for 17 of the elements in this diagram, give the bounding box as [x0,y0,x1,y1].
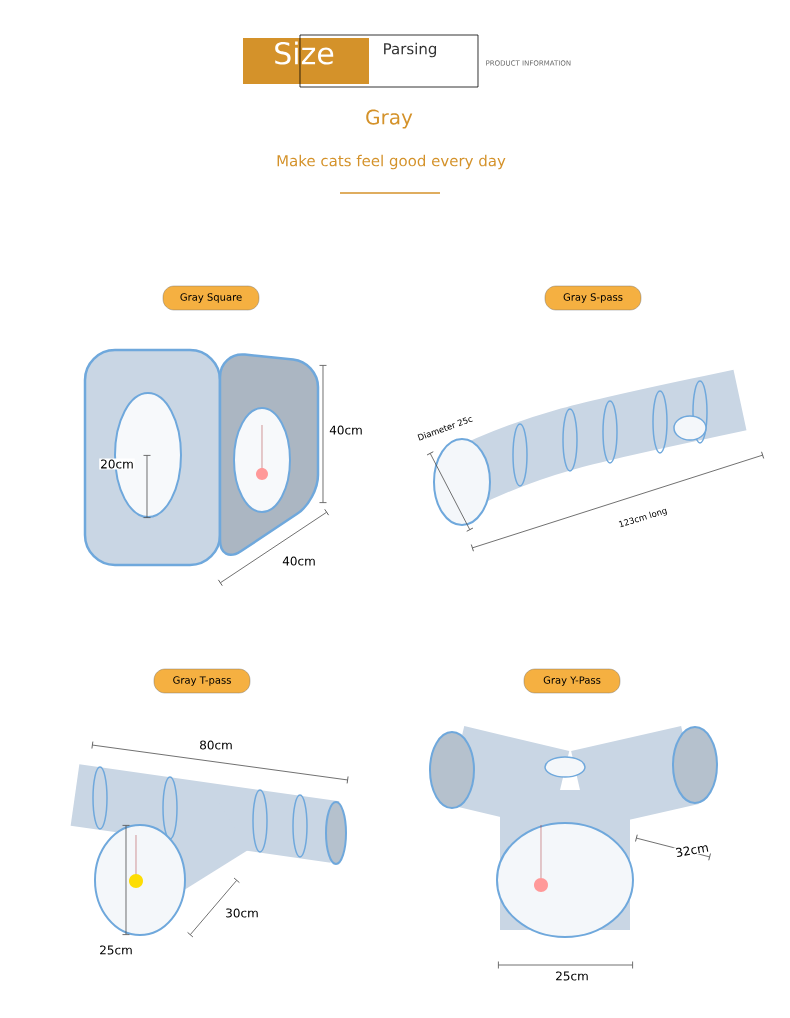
dimension-label: 40cm [281,555,317,567]
color-heading: Gray [366,109,413,129]
dimension-label: 20cm [99,458,135,470]
name-badge: Gray Y-Pass [523,668,621,694]
dimension-label: 30cm [224,907,260,919]
name-badge: Gray T-pass [153,668,251,694]
name-badge: Gray S-pass [544,285,642,311]
heading: Parsing [384,42,436,58]
dimension-label: 123cm long [616,505,670,531]
dimension-label: 40cm [328,424,364,436]
dimension-label: 25cm [554,970,590,982]
slogan: Make cats feel good every day [277,154,506,170]
dimension-label: 25cm [98,944,134,956]
name-badge: Gray Square [162,285,260,311]
dimension-label: 80cm [198,739,234,751]
heading: Size [275,41,334,65]
dimension-label: 32cm [673,841,711,859]
